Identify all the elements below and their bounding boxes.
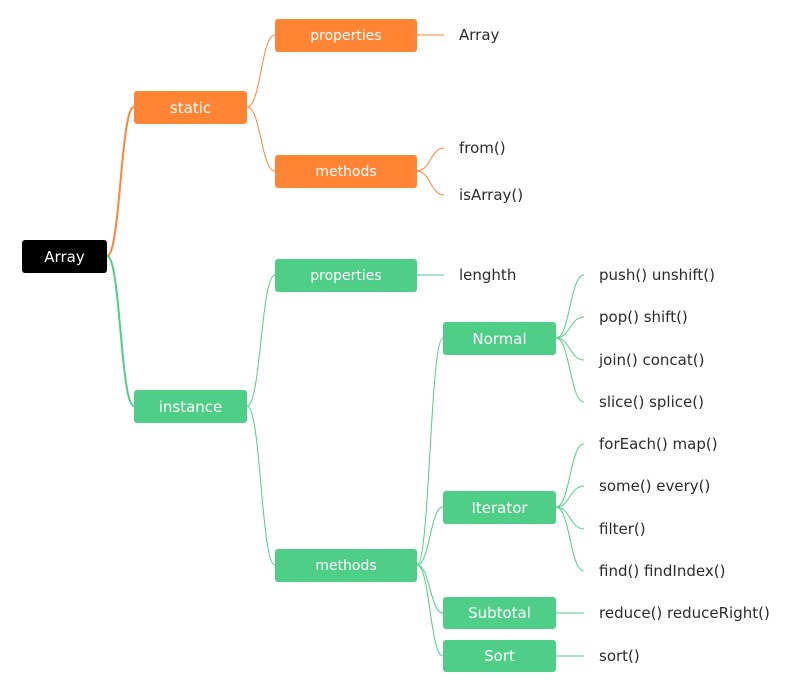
edge-static-methods-from (416, 147, 445, 172)
node-static-properties[interactable]: properties (275, 19, 417, 52)
edge-root-static (106, 106, 135, 257)
node-group-sort[interactable]: Sort (443, 640, 556, 672)
leaf-iterator-filter: filter() (599, 520, 646, 538)
node-group-subtotal[interactable]: Subtotal (443, 597, 556, 629)
edge-static-methods (246, 106, 276, 172)
leaf-static-method-from: from() (459, 139, 506, 157)
leaf-iterator-foreach-map: forEach() map() (599, 435, 718, 453)
node-instance[interactable]: instance (134, 390, 247, 423)
leaf-iterator-find-findindex: find() findIndex() (599, 562, 726, 580)
node-instance-methods[interactable]: methods (275, 549, 417, 582)
node-instance-properties[interactable]: properties (275, 259, 417, 292)
edge-static-methods-isarray (416, 170, 445, 196)
leaf-iterator-some-every: some() every() (599, 477, 711, 495)
edge-instance-methods (246, 405, 276, 566)
edge-normal-leaf-1 (555, 316, 585, 339)
edge-methods-normal (416, 337, 444, 566)
edge-methods-iterator (416, 506, 444, 566)
edge-iterator-leaf-3 (555, 506, 585, 572)
leaf-normal-slice-splice: slice() splice() (599, 393, 704, 411)
leaf-sort-sort: sort() (599, 647, 640, 665)
leaf-normal-pop-shift: pop() shift() (599, 308, 688, 326)
edge-methods-subtotal (416, 564, 444, 614)
leaf-normal-join-concat: join() concat() (599, 351, 705, 369)
edge-iterator-leaf-1 (555, 485, 585, 508)
node-group-normal[interactable]: Normal (443, 322, 556, 355)
node-static[interactable]: static (134, 91, 247, 124)
edge-methods-sort (416, 564, 444, 657)
leaf-static-property-array: Array (459, 26, 500, 44)
edge-normal-leaf-0 (555, 274, 585, 339)
edge-normal-leaf-2 (555, 337, 585, 361)
leaf-normal-push-unshift: push() unshift() (599, 266, 715, 284)
node-group-iterator[interactable]: Iterator (443, 491, 556, 524)
node-array-root[interactable]: Array (22, 240, 107, 273)
node-static-methods[interactable]: methods (275, 155, 417, 188)
edge-iterator-leaf-2 (555, 506, 585, 530)
edge-static-properties (246, 34, 276, 108)
edge-instance-properties (246, 274, 276, 407)
edge-iterator-leaf-0 (555, 443, 585, 508)
edge-normal-leaf-3 (555, 337, 585, 403)
leaf-static-method-isarray: isArray() (459, 186, 524, 204)
leaf-subtotal-reduce: reduce() reduceRight() (599, 604, 770, 622)
leaf-instance-property-length: lenghth (459, 266, 517, 284)
edge-root-instance (106, 255, 135, 407)
